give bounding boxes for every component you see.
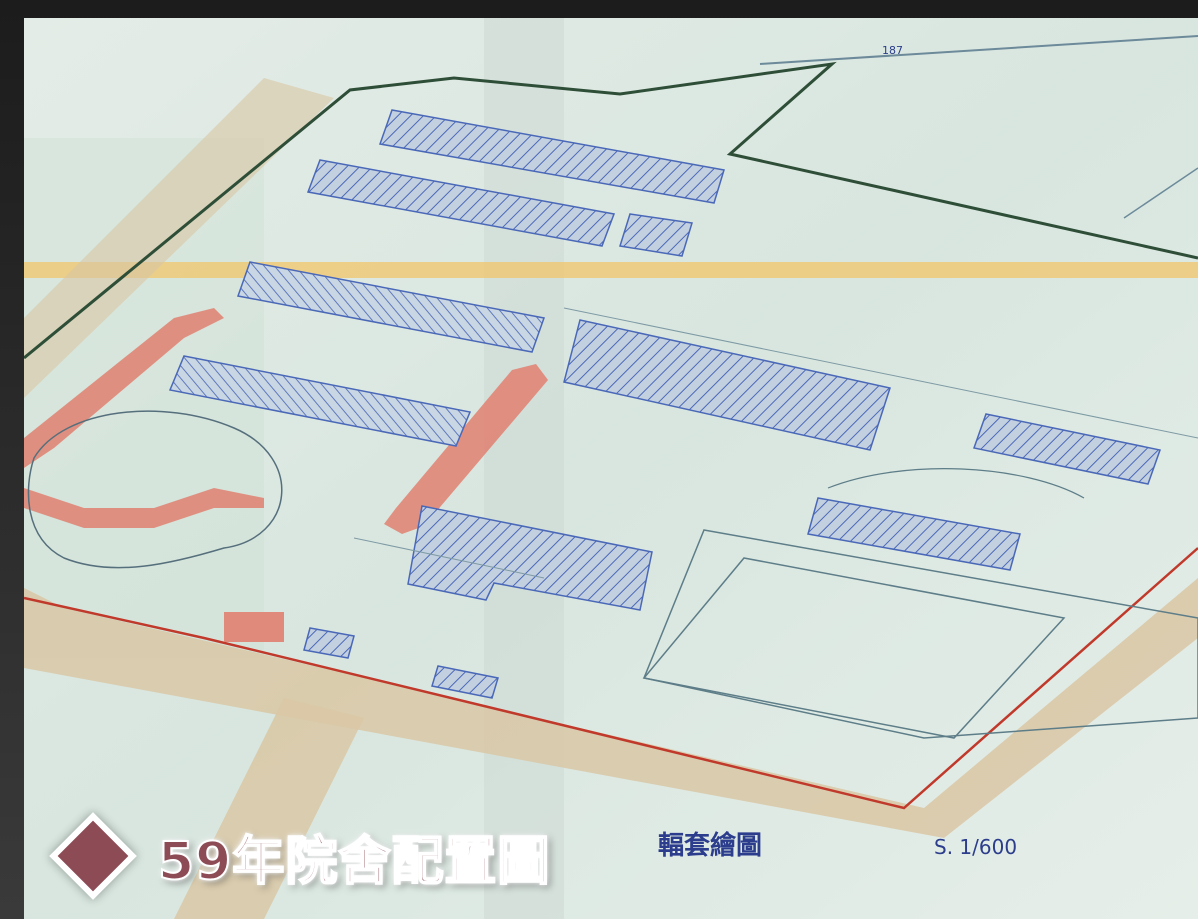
plot-line-2 — [353, 537, 545, 579]
building-auditorium — [807, 497, 1021, 571]
sports-field-inner — [642, 557, 1066, 739]
wall-left — [24, 308, 224, 468]
building-small-top — [619, 213, 693, 257]
site-plan-drawing: 187 輻套繪圖 S. 1/600 — [24, 18, 1198, 919]
building-dormitory-2 — [306, 159, 616, 247]
neighbor-boundary-right — [1123, 167, 1198, 219]
site-boundary-top — [24, 61, 1198, 360]
building-dormitory-1 — [378, 109, 725, 204]
corridor-red — [384, 364, 548, 534]
neighbor-boundary-top — [759, 35, 1198, 65]
site-plan-photo: 187 輻套繪圖 S. 1/600 — [24, 18, 1198, 919]
road-lane-bottom — [174, 698, 364, 919]
road-left — [24, 78, 334, 398]
building-east — [973, 413, 1161, 485]
building-office — [168, 355, 472, 447]
kiosk-1 — [303, 627, 355, 659]
gate-block — [224, 612, 284, 642]
plan-label-number: 187 — [882, 44, 903, 57]
road-bottom — [24, 578, 1198, 838]
building-lecture — [407, 505, 653, 611]
building-hall — [237, 261, 545, 353]
building-main — [563, 319, 891, 451]
sports-field-outer — [642, 529, 1198, 739]
field-arc — [827, 468, 1085, 499]
site-boundary-bottom — [24, 547, 1198, 810]
kiosk-2 — [431, 665, 499, 699]
caption-title: 59年院舍配置圖 — [157, 831, 551, 893]
plan-handwritten-title: 輻套繪圖 — [658, 830, 762, 861]
diamond-bullet-icon — [57, 820, 129, 892]
wall-garden — [24, 488, 264, 528]
plan-scale: S. 1/600 — [934, 835, 1017, 859]
fold-band — [24, 262, 1198, 278]
caption-banner: 59年院舍配置圖 — [56, 818, 550, 894]
garden-pond — [27, 410, 283, 569]
plot-line-1 — [563, 307, 1198, 439]
